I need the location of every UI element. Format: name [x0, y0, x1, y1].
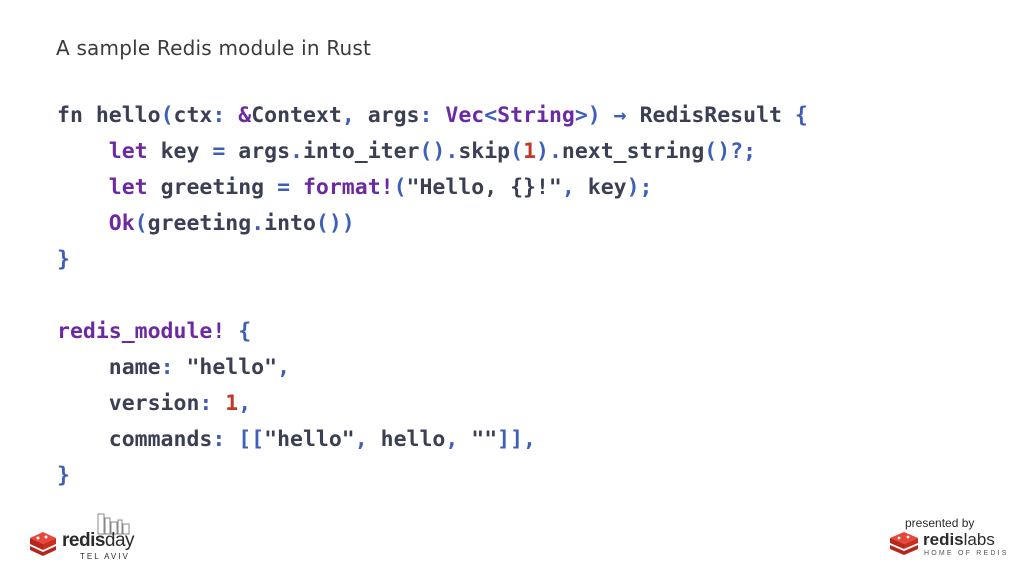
redislabs-cube-icon: [890, 532, 918, 555]
redislabs-word-b: labs: [963, 530, 995, 549]
code-token: name: [57, 355, 161, 380]
code-token: ).: [536, 139, 562, 164]
code-token: into: [264, 211, 316, 236]
code-token: version: [57, 391, 200, 416]
code-token: ,: [341, 103, 368, 128]
redisday-wordmark: redisday: [62, 530, 135, 552]
code-line: version: 1,: [57, 386, 808, 422]
code-token: (: [134, 211, 148, 236]
code-token: format!: [302, 175, 394, 200]
code-token: =: [264, 175, 303, 200]
code-token: →: [600, 103, 640, 128]
code-token: }: [57, 247, 70, 272]
code-token: >): [574, 103, 601, 128]
redisday-word-b: day: [104, 530, 135, 551]
code-token: key: [587, 175, 627, 200]
code-token: 1: [225, 391, 239, 416]
code-token: fn: [57, 103, 83, 128]
code-token: greeting: [160, 175, 265, 200]
code-token: ()): [315, 211, 355, 236]
code-token: redis_module!: [57, 319, 226, 344]
code-token: =: [199, 139, 239, 164]
redisday-word-a: redis: [62, 530, 105, 551]
code-token: ().: [419, 139, 459, 164]
code-token: );: [626, 175, 653, 200]
code-line: let key = args.into_iter().skip(1).next_…: [57, 134, 808, 170]
code-line: redis_module! {: [57, 314, 808, 350]
code-token: let: [57, 175, 161, 200]
code-token: into_iter: [302, 139, 420, 164]
code-token: args: [367, 103, 420, 128]
code-token: [[: [238, 427, 265, 452]
code-token: 1: [523, 139, 537, 164]
code-token: ,: [354, 427, 381, 452]
code-line: name: "hello",: [57, 350, 808, 386]
code-token: commands: [57, 427, 213, 452]
code-token: ]],: [497, 427, 536, 452]
code-token: skip: [458, 139, 511, 164]
code-token: :: [212, 427, 239, 452]
code-token: hello: [380, 427, 446, 452]
code-token: Ok: [108, 211, 135, 236]
code-line: commands: [["hello", hello, ""]],: [57, 422, 808, 458]
code-line: }: [57, 242, 808, 278]
code-token: key: [160, 139, 200, 164]
code-token: (: [510, 139, 524, 164]
code-token: {: [225, 319, 252, 344]
code-token: ()?;: [704, 139, 757, 164]
redisday-logo-icon: [30, 513, 130, 556]
code-token: "hello": [186, 355, 278, 380]
code-token: ,: [277, 355, 291, 380]
code-token: .: [290, 139, 303, 164]
code-token: {: [794, 103, 808, 128]
code-blank-line: [57, 278, 808, 314]
code-token: "hello": [264, 427, 355, 452]
code-token: RedisResult: [639, 103, 795, 128]
code-token: next_string: [561, 139, 705, 164]
slide-title: A sample Redis module in Rust: [56, 36, 372, 60]
code-token: Context: [251, 103, 342, 128]
code-line: }: [57, 458, 808, 494]
redislabs-wordmark: redislabs: [923, 530, 995, 550]
code-token: "": [471, 427, 498, 452]
code-line: fn hello(ctx: &Context, args: Vec<String…: [57, 98, 808, 134]
code-token: String: [497, 103, 575, 128]
code-token: (: [393, 175, 407, 200]
code-token: ,: [561, 175, 588, 200]
code-token: <: [484, 103, 498, 128]
redisday-subtitle: TEL AVIV: [80, 552, 130, 561]
code-token: (: [160, 103, 174, 128]
code-token: .: [251, 211, 265, 236]
code-token: hello: [82, 103, 161, 128]
code-token: "Hello, {}!": [406, 175, 562, 200]
code-token: :: [199, 391, 226, 416]
code-line: Ok(greeting.into()): [57, 206, 808, 242]
presented-by-label: presented by: [905, 516, 975, 530]
code-token: :: [212, 103, 239, 128]
code-token: greeting: [147, 211, 252, 236]
skyline-icon: [97, 513, 130, 535]
code-token: [57, 211, 109, 236]
code-token: ctx: [173, 103, 213, 128]
code-token: ,: [238, 391, 252, 416]
redislabs-tagline: HOME OF REDIS: [924, 550, 1009, 557]
code-token: args: [238, 139, 291, 164]
code-block: fn hello(ctx: &Context, args: Vec<String…: [57, 98, 808, 494]
code-token: Vec: [445, 103, 485, 128]
code-token: &: [238, 103, 252, 128]
code-token: ,: [445, 427, 472, 452]
redis-cube-icon: [30, 532, 56, 556]
code-token: :: [419, 103, 446, 128]
code-token: }: [57, 463, 70, 488]
redislabs-word-a: redis: [923, 530, 964, 549]
code-line: let greeting = format!("Hello, {}!", key…: [57, 170, 808, 206]
code-token: :: [160, 355, 187, 380]
code-token: let: [57, 139, 161, 164]
